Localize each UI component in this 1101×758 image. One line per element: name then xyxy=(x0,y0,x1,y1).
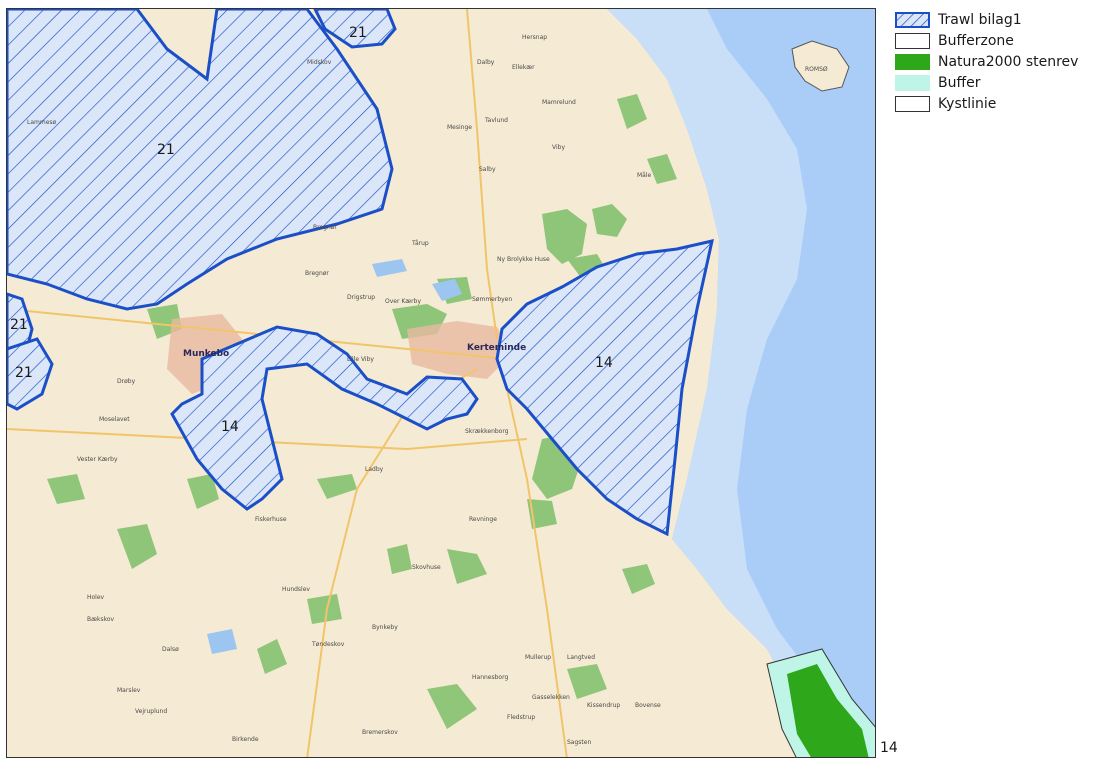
zone-label-21-northwest: 21 xyxy=(157,142,175,158)
svg-text:Vejruplund: Vejruplund xyxy=(135,708,167,715)
legend-item-bufferzone: Bufferzone xyxy=(895,31,1101,51)
svg-text:Fledstrup: Fledstrup xyxy=(507,714,535,721)
svg-text:Gasselekken: Gasselekken xyxy=(532,694,570,701)
svg-text:Mesinge: Mesinge xyxy=(447,124,472,131)
natura2000-stenrev[interactable] xyxy=(787,664,869,758)
map-legend: Trawl bilag1 Bufferzone Natura2000 stenr… xyxy=(895,10,1101,115)
svg-text:Bækskov: Bækskov xyxy=(87,616,115,623)
svg-text:Midskov: Midskov xyxy=(307,59,332,66)
legend-label-buffer: Buffer xyxy=(938,75,981,91)
legend-item-trawl: Trawl bilag1 xyxy=(895,10,1101,30)
lakes xyxy=(207,259,462,654)
town-label-munkebo: Munkebo xyxy=(183,349,229,359)
zone-21-north[interactable] xyxy=(313,9,397,49)
svg-text:Lille Viby: Lille Viby xyxy=(347,356,374,363)
map-svg: ROMSØ xyxy=(7,9,875,758)
zone-14-kerteminde[interactable] xyxy=(495,239,714,537)
svg-text:Over Kærby: Over Kærby xyxy=(385,298,421,305)
svg-text:Hersnap: Hersnap xyxy=(522,34,547,41)
zone-21-west-a[interactable] xyxy=(7,292,34,356)
svg-text:Ladby: Ladby xyxy=(365,466,384,473)
place-labels: Hersnap Midskov Dalby Ellekær Mamrelund … xyxy=(27,34,661,746)
svg-text:Salby: Salby xyxy=(479,166,496,173)
legend-label-natura2000: Natura2000 stenrev xyxy=(938,54,1079,70)
svg-text:Ny Brolykke Huse: Ny Brolykke Huse xyxy=(497,256,550,263)
zone-label-14-kerteminde: 14 xyxy=(595,355,613,371)
svg-text:Bregnør: Bregnør xyxy=(313,224,337,231)
shallow-water xyxy=(607,9,807,709)
town-label-kerteminde: Kerteminde xyxy=(467,343,526,353)
svg-text:Skovhuse: Skovhuse xyxy=(412,564,441,571)
zone-21-northwest[interactable] xyxy=(7,9,394,311)
svg-text:Tårup: Tårup xyxy=(411,240,429,247)
svg-text:Drøby: Drøby xyxy=(117,378,136,385)
svg-text:Vester Kærby: Vester Kærby xyxy=(77,456,118,463)
svg-text:Revninge: Revninge xyxy=(469,516,497,523)
svg-text:Lammesø: Lammesø xyxy=(27,119,57,126)
svg-text:Birkende: Birkende xyxy=(232,736,259,743)
legend-label-kystlinie: Kystlinie xyxy=(938,96,997,112)
svg-text:Kissendrup: Kissendrup xyxy=(587,702,620,709)
buffer-swatch xyxy=(895,75,930,91)
svg-text:Dalsø: Dalsø xyxy=(162,646,179,653)
bufferzone-swatch xyxy=(895,33,930,49)
zone-label-14-munkebo: 14 xyxy=(221,419,239,435)
zone-label-21-west-a: 21 xyxy=(10,317,28,333)
svg-text:Måle: Måle xyxy=(637,172,652,179)
svg-text:Langtved: Langtved xyxy=(567,654,595,661)
svg-text:Hundslev: Hundslev xyxy=(282,586,310,593)
zone-21-west-b[interactable] xyxy=(7,337,54,411)
kystlinie-swatch xyxy=(895,96,930,112)
svg-text:Drigstrup: Drigstrup xyxy=(347,294,375,301)
svg-text:Fiskerhuse: Fiskerhuse xyxy=(255,516,287,523)
zone-14-munkebo[interactable] xyxy=(170,325,479,511)
trawl-hatch-swatch xyxy=(895,12,930,28)
svg-text:Hannesborg: Hannesborg xyxy=(472,674,508,681)
svg-text:Bremerskov: Bremerskov xyxy=(362,729,398,736)
svg-text:Mullerup: Mullerup xyxy=(525,654,551,661)
zone-label-21-north: 21 xyxy=(349,25,367,41)
svg-text:Tøndeskov: Tøndeskov xyxy=(311,641,345,648)
zone-label-21-west-b: 21 xyxy=(15,365,33,381)
legend-item-kystlinie: Kystlinie xyxy=(895,94,1101,114)
svg-text:Sagsten: Sagsten xyxy=(567,739,591,746)
svg-text:Tavlund: Tavlund xyxy=(484,117,508,124)
svg-text:Holev: Holev xyxy=(87,594,105,601)
legend-item-natura2000: Natura2000 stenrev xyxy=(895,52,1101,72)
svg-text:Mamrelund: Mamrelund xyxy=(542,99,576,106)
svg-text:Ellekær: Ellekær xyxy=(512,64,535,71)
romso-island xyxy=(791,40,850,92)
edge-zone-label: 14 xyxy=(880,740,898,756)
svg-text:Viby: Viby xyxy=(552,144,565,151)
svg-text:Bregnør: Bregnør xyxy=(305,270,329,277)
legend-label-bufferzone: Bufferzone xyxy=(938,33,1014,49)
legend-item-buffer: Buffer xyxy=(895,73,1101,93)
svg-text:Moselavet: Moselavet xyxy=(99,416,130,423)
svg-text:Bynkeby: Bynkeby xyxy=(372,624,398,631)
island-label: ROMSØ xyxy=(805,66,828,73)
natura2000-swatch xyxy=(895,54,930,70)
svg-text:Skrækkenborg: Skrækkenborg xyxy=(465,428,509,435)
svg-text:Dalby: Dalby xyxy=(477,59,495,66)
svg-text:Sømmerbyen: Sømmerbyen xyxy=(472,296,512,303)
map-canvas[interactable]: ROMSØ xyxy=(6,8,876,758)
svg-text:Bovense: Bovense xyxy=(635,702,661,709)
svg-text:Marslev: Marslev xyxy=(117,687,141,694)
legend-label-trawl: Trawl bilag1 xyxy=(938,12,1022,28)
